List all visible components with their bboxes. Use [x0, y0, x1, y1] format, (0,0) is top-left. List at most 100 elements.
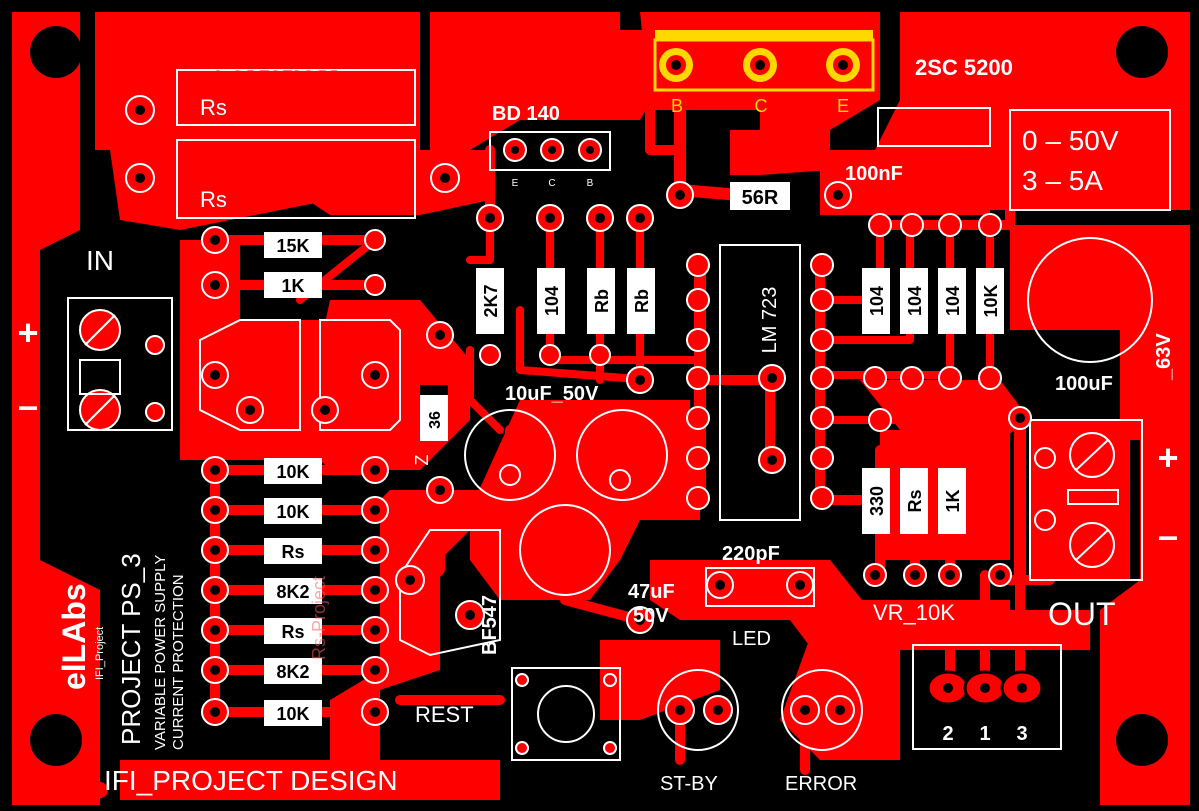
pad	[686, 406, 710, 430]
pad	[686, 328, 710, 352]
pad	[810, 253, 834, 277]
pad	[515, 741, 529, 755]
pad	[810, 406, 834, 430]
transistor-outline-mid	[319, 319, 401, 431]
in-terminal	[79, 309, 121, 431]
col-r-3: Rs	[281, 542, 304, 562]
zener-value: 36	[427, 411, 444, 429]
rest-switch-outline	[511, 667, 621, 761]
cap-220pf-outline	[705, 567, 815, 607]
r-104-r1-label: 104	[867, 286, 887, 316]
ic-outline	[719, 244, 801, 521]
pad	[686, 446, 710, 470]
r-1k-lr-label: 1K	[943, 489, 963, 512]
r-56-label: 56R	[742, 187, 779, 209]
mount-hole-br	[1116, 714, 1168, 766]
pad	[686, 486, 710, 510]
bf547-label: BF547	[479, 595, 501, 655]
resistor-boxes	[264, 182, 1004, 726]
cap-10uf-label: 10uF_50V	[505, 383, 599, 405]
pad	[479, 344, 501, 366]
col-r-1: 10K	[276, 462, 309, 482]
pad	[978, 366, 1002, 390]
pad	[938, 366, 962, 390]
r-rs-lr-label: Rs	[905, 489, 925, 512]
cap-47uf-line1: 47uF	[628, 581, 675, 603]
r-1k-label: 1K	[281, 276, 304, 296]
ic-label: LM 723	[759, 287, 781, 354]
cap-100uf-label: 100uF	[1055, 373, 1113, 395]
bf547-outline	[399, 529, 501, 657]
pad	[810, 486, 834, 510]
out-terminal-outline	[1029, 419, 1143, 581]
2sc5200-label: 2SC 5200	[915, 55, 1013, 80]
pad	[364, 274, 386, 296]
pad	[539, 344, 561, 366]
cap-100nf-outline	[877, 107, 991, 147]
pad	[810, 288, 834, 312]
bd140-outline	[489, 131, 611, 171]
pad	[868, 213, 892, 237]
r-2k7-label: 2K7	[481, 284, 501, 317]
mount-hole-tr	[1116, 26, 1168, 78]
in-label: IN	[86, 245, 114, 276]
cap-100uf-outline	[1027, 237, 1153, 363]
pad	[938, 213, 962, 237]
vr-pin-1: 1	[979, 723, 990, 745]
mount-hole-tl	[30, 26, 82, 78]
labels: VARIABLE POWER SUPPLY IFI_PROJECT DESIGN…	[17, 17, 1178, 796]
pad	[515, 673, 529, 687]
r-330-label: 330	[867, 486, 887, 516]
mount-hole-bl	[30, 714, 82, 766]
pad	[863, 366, 887, 390]
pad	[499, 464, 521, 486]
bd140-pin-c: C	[548, 178, 555, 189]
cap-10uf-right-outline	[576, 409, 668, 501]
r-10k-r4-label: 10K	[981, 284, 1001, 317]
r-104-mid-label: 104	[542, 286, 562, 316]
col-r-4: 8K2	[276, 582, 309, 602]
rs-big-outline	[176, 139, 416, 219]
col-r-2: 10K	[276, 502, 309, 522]
pad	[900, 213, 924, 237]
r-104-r2-label: 104	[905, 286, 925, 316]
brand-desc-2: CURRENT PROTECTION	[170, 574, 187, 750]
cap-100uf-voltage: _63V	[1153, 333, 1175, 381]
2sc5200-pads	[659, 48, 860, 82]
rs-top-label: Rs	[200, 95, 227, 120]
led-error-outline	[781, 669, 863, 751]
cap-47uf-outline	[519, 504, 611, 596]
stby-label: ST-BY	[660, 773, 718, 795]
2sc5200-header	[653, 30, 875, 92]
vr-outline	[912, 644, 1062, 750]
brand-logo: elLAbs	[56, 583, 92, 690]
pad	[978, 213, 1002, 237]
brand-project: PROJECT PS_3	[116, 553, 146, 745]
rest-label: REST	[415, 702, 474, 727]
pad	[145, 335, 165, 355]
pad	[900, 366, 924, 390]
error-label: ERROR	[785, 773, 857, 795]
mirror-title-2: IFI_PROJECT DESIGN	[187, 43, 365, 62]
pad	[810, 328, 834, 352]
pad	[603, 741, 617, 755]
silkscreen-outlines	[67, 69, 1171, 761]
pad	[686, 366, 710, 390]
transistor-outline-left	[199, 319, 301, 431]
vr-pin-2: 2	[942, 723, 953, 745]
col-r-7: 10K	[276, 704, 309, 724]
pad	[1034, 447, 1056, 469]
rs-big-label: Rs	[200, 187, 227, 212]
cap-47uf-line2: 50V	[633, 605, 669, 627]
brand-desc-1: VARIABLE POWER SUPPLY	[152, 555, 169, 750]
pad	[868, 408, 892, 432]
pad	[364, 229, 386, 251]
mounting-holes	[30, 26, 1168, 766]
pad	[686, 253, 710, 277]
col-r-6: 8K2	[276, 662, 309, 682]
r-15k-label: 15K	[276, 236, 309, 256]
out-label: OUT	[1048, 596, 1116, 632]
pad	[589, 344, 611, 366]
spec-box-outline	[1009, 109, 1171, 211]
